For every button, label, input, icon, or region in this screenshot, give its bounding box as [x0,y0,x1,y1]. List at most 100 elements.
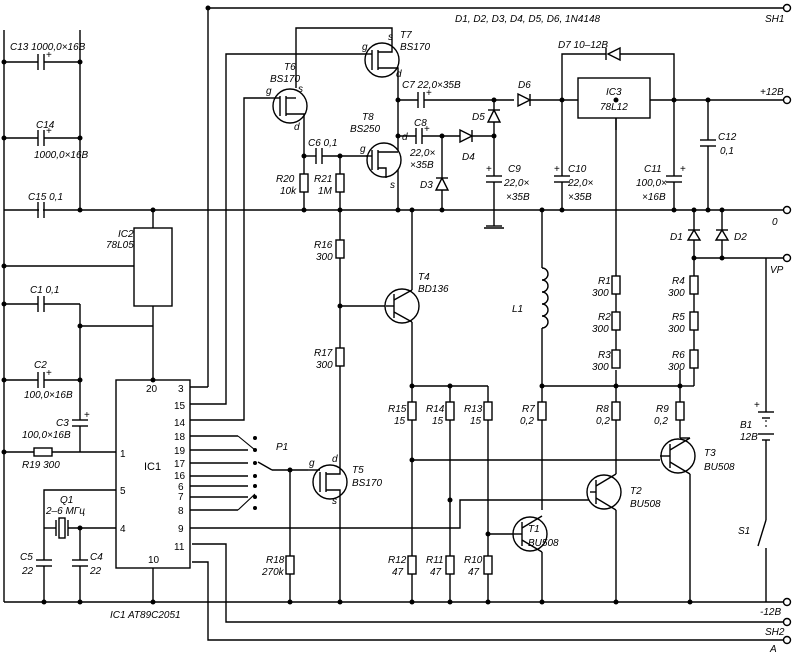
svg-text:R10: R10 [464,555,483,566]
svg-text:300: 300 [592,362,609,373]
terminal-vp[interactable] [782,253,792,263]
ic1-microcontroller: IC1 20 3 15 14 18 19 17 16 6 7 8 1 5 4 9… [110,379,191,621]
svg-text:+: + [46,368,52,379]
svg-text:g: g [309,458,315,469]
ic2-name: IC2 [118,229,134,240]
svg-text:C8: C8 [414,118,427,129]
r20-resistor: R20 10k [276,173,309,210]
c14-value: 1000,0×16В [34,150,89,161]
svg-text:0,1: 0,1 [720,146,734,157]
terminal-plus12[interactable] [782,95,792,105]
svg-text:R16: R16 [314,240,333,251]
svg-text:T4: T4 [418,272,430,283]
svg-text:100,0×: 100,0× [636,178,667,189]
c13-capacitor: + C13 1000,0×16В [4,42,86,70]
label-a: A [769,644,777,654]
svg-text:C7 22,0×35В: C7 22,0×35В [402,80,461,91]
svg-text:R2: R2 [598,312,611,323]
t4-transistor: T4 BD136 [384,272,449,324]
svg-text:47: 47 [392,567,404,578]
r14-resistor: R14 15 [426,386,455,556]
c6-capacitor: C6 0,1 [308,138,370,164]
terminal-minus12[interactable] [782,597,792,607]
label-plus12: +12В [760,87,784,98]
svg-text:R6: R6 [672,350,685,361]
c15-label: C15 0,1 [28,192,63,203]
terminals: SH1 +12В 0 VP -12В SH2 A [760,3,792,654]
svg-text:S1: S1 [738,526,750,537]
t2-transistor: T2 BU508 [586,473,661,511]
terminal-sh2[interactable] [782,617,792,627]
svg-text:15: 15 [432,416,444,427]
svg-text:+: + [46,126,52,137]
svg-text:R14: R14 [426,404,445,415]
svg-text:T7: T7 [400,30,412,41]
t1-transistor: T1 BU508 [512,515,559,553]
d5-diode: D5 [472,100,502,176]
d1-diode: D1 [670,228,702,243]
s1-switch[interactable]: S1 [738,519,767,602]
terminal-sh1[interactable] [782,3,792,13]
r10-resistor: R10 47 [464,555,493,602]
svg-text:15: 15 [174,401,186,412]
svg-text:s: s [390,180,395,191]
terminal-a[interactable] [782,635,792,645]
svg-text:L1: L1 [512,304,523,315]
c4-name: C4 [90,552,103,563]
svg-text:D1: D1 [670,232,683,243]
svg-text:0,2: 0,2 [520,416,534,427]
svg-text:300: 300 [668,288,685,299]
svg-text:1: 1 [120,449,126,460]
svg-text:g: g [266,86,272,97]
svg-text:+: + [754,400,760,411]
svg-text:10: 10 [148,555,160,566]
svg-text:300: 300 [316,252,333,263]
r19-resistor: R19 300 [4,447,116,471]
svg-text:5: 5 [120,486,126,497]
svg-text:R3: R3 [598,350,611,361]
svg-text:0,2: 0,2 [596,416,610,427]
svg-text:300: 300 [592,288,609,299]
svg-text:22,0×: 22,0× [567,178,593,189]
svg-text:BS170: BS170 [270,74,300,85]
d2-diode: D2 [714,210,747,258]
svg-text:D2: D2 [734,232,747,243]
t5-part: BS170 [352,478,382,489]
svg-text:300: 300 [592,324,609,335]
label-minus12: -12В [760,607,781,618]
c3-capacitor: + C3 100,0×16В [22,410,90,452]
terminal-zero[interactable] [782,205,792,215]
ic3-regulator: IC3 78L12 [577,77,651,130]
svg-text:×35В: ×35В [506,192,530,203]
svg-text:T3: T3 [704,448,716,459]
p1-switch[interactable]: P1 [237,435,308,511]
t3-transistor: T3 BU508 [660,437,735,475]
sh2-rail [192,543,783,623]
c12-capacitor: C12 0,1 [700,100,737,210]
svg-text:15: 15 [394,416,406,427]
r18-resistor: R18 270k [261,470,295,602]
c2-value: 100,0×16В [24,390,73,401]
q1-crystal: Q1 2–6 МГц [43,489,116,539]
c2-name: C2 [34,360,47,371]
l1-inductor: L1 [512,210,549,386]
svg-text:R5: R5 [672,312,685,323]
svg-text:+: + [486,164,492,175]
svg-text:×16В: ×16В [642,192,666,203]
c1-capacitor: C1 0,1 [4,285,80,312]
svg-text:17: 17 [174,459,186,470]
svg-text:d: d [332,454,338,465]
svg-text:300: 300 [668,324,685,335]
svg-text:47: 47 [468,567,480,578]
ic1-caption: IC1 AT89C2051 [110,610,181,621]
svg-text:+: + [46,50,52,61]
svg-text:22,0×: 22,0× [409,148,435,159]
d4-diode: D4 [459,128,494,163]
r3-resistor: R3 300 [592,349,621,373]
svg-text:×35В: ×35В [568,192,592,203]
t6-t7-link [295,27,393,88]
svg-text:IC3: IC3 [606,87,622,98]
svg-text:T1: T1 [528,524,540,535]
c15-capacitor: C15 0,1 [28,192,63,218]
